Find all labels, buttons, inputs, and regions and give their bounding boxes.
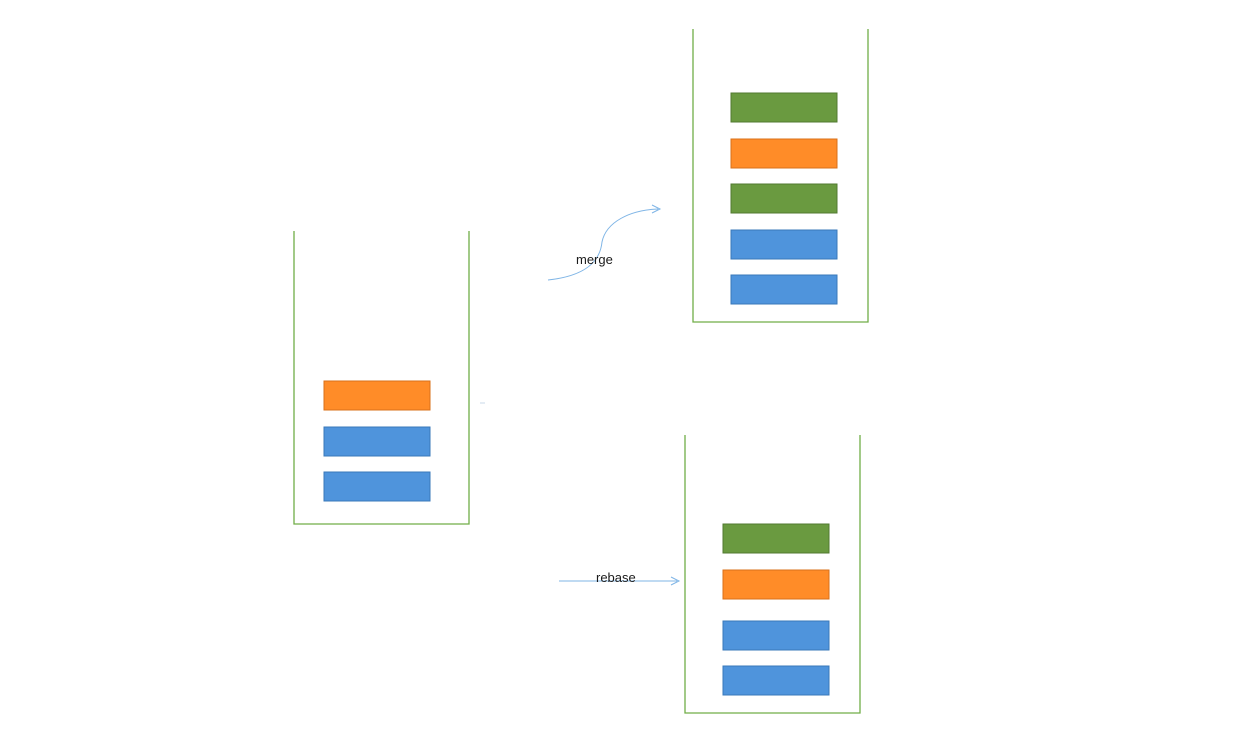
source-commit-blue-1: [323, 426, 431, 457]
rebase-commit-blue-2: [722, 665, 830, 696]
merge-container-outline: [692, 29, 869, 323]
source-commit-orange: [323, 380, 431, 411]
merge-commit-green-1: [730, 92, 838, 123]
source-container-outline: [293, 231, 470, 525]
source-container: [293, 231, 470, 525]
rebase-container-outline: [684, 435, 861, 714]
merge-arrow-line: [547, 208, 659, 281]
merge-commit-green-2: [730, 183, 838, 214]
merge-label: merge: [576, 252, 613, 267]
rebase-arrow-head: [670, 576, 681, 586]
rebase-commit-orange: [722, 569, 830, 600]
merge-result-container: [692, 29, 869, 323]
rebase-result-container: [684, 435, 861, 714]
merge-arrow-head: [651, 204, 662, 214]
rebase-commit-green: [722, 523, 830, 554]
merge-commit-blue-1: [730, 229, 838, 260]
source-commit-blue-2: [323, 471, 431, 502]
merge-commit-orange: [730, 138, 838, 169]
rebase-arrow: rebase: [559, 570, 681, 586]
merge-arrow: merge: [547, 204, 662, 281]
merge-commit-blue-2: [730, 274, 838, 305]
rebase-label: rebase: [596, 570, 636, 585]
rebase-commit-blue-1: [722, 620, 830, 651]
